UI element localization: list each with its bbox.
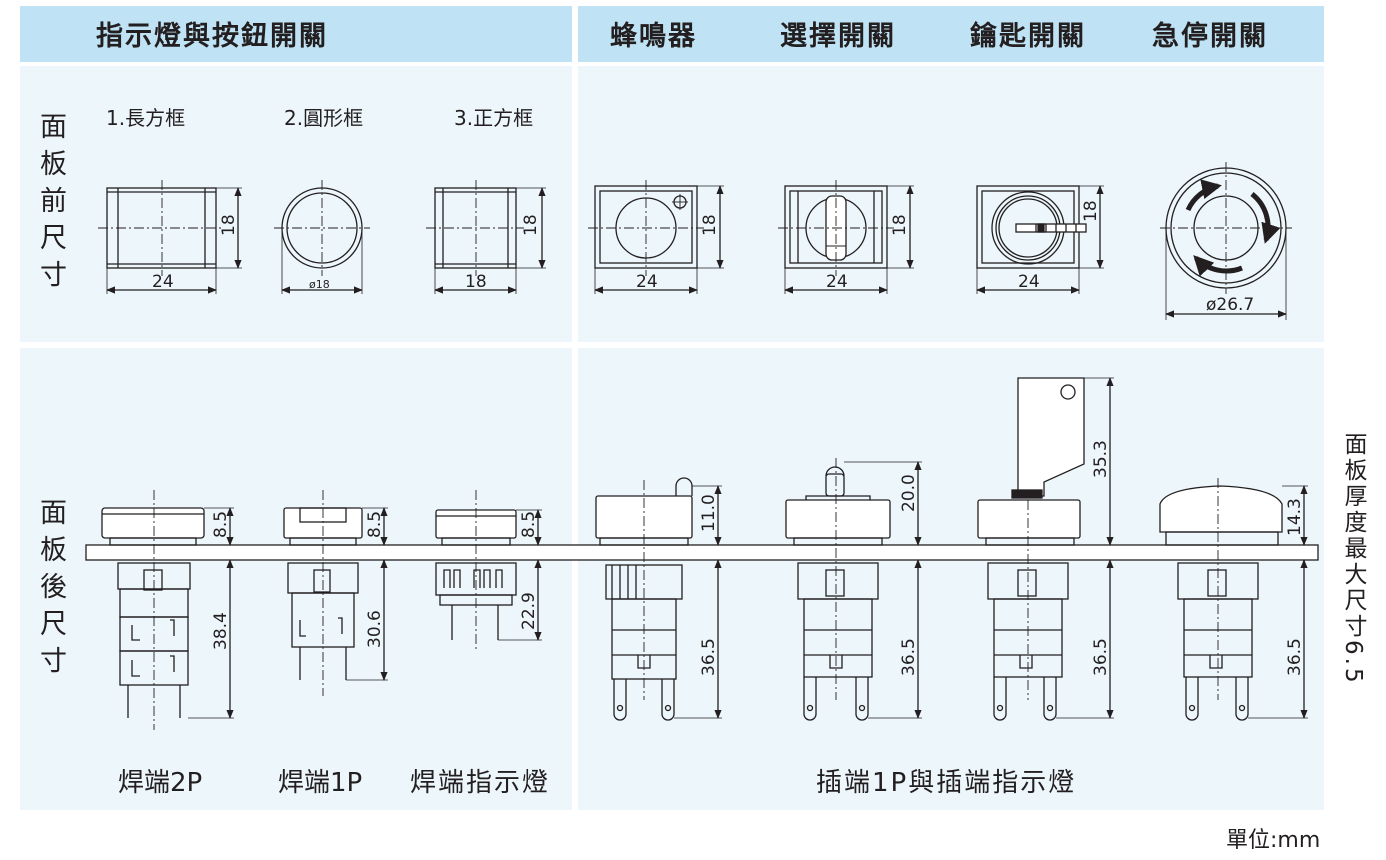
dim-rear-rect-bottom: 38.4 [211,612,231,650]
header-selector: 選擇開關 [780,21,896,52]
frame-label-square: 3.正方框 [454,106,534,130]
front-key [976,185,1104,294]
dim-rect-width: 24 [152,272,174,292]
rear-selector [785,458,922,721]
rear-estop [1159,478,1308,721]
front-selector [778,180,914,294]
bottom-label-solder2p: 焊端2P [118,768,203,798]
bottom-label-solder1p: 焊端1P [278,768,363,798]
dim-rect-height: 18 [219,214,239,236]
rear-solder-lamp [435,490,542,650]
dim-round-diameter: ø18 [309,278,330,291]
dim-rear-buzzer-top: 11.0 [699,494,719,532]
dim-rear-selector-top: 20.0 [899,474,919,512]
dim-rear-round-top: 8.5 [365,511,385,538]
header-indicator-button: 指示燈與按鈕開關 [96,21,328,52]
dim-rear-lamp-top: 8.5 [519,511,539,538]
rear-right-panel [578,348,1324,810]
front-estop [1160,162,1292,320]
dim-buzzer-width: 24 [636,272,658,292]
front-rect-frame [98,180,242,294]
unit-label: 單位:mm [1226,828,1321,853]
side-label-thickness: 面板厚度最大尺寸6.5 [1340,432,1366,686]
dim-selector-height: 18 [890,214,910,236]
bottom-label-solder-lamp: 焊端指示燈 [410,768,551,798]
rear-key [977,377,1114,721]
header-buzzer: 蜂鳴器 [610,21,697,52]
rear-solder-1p [283,490,388,696]
front-square-frame [426,180,546,294]
header-key: 鑰匙開關 [970,21,1086,52]
dim-rear-key-top: 35.3 [1091,440,1111,478]
dim-estop-diameter: ø26.7 [1206,295,1254,315]
dim-key-height: 18 [1081,200,1101,222]
dim-selector-width: 24 [826,272,848,292]
rear-solder-2p [101,490,234,730]
dim-rear-rect-top: 8.5 [211,511,231,538]
front-right-panel [578,66,1324,342]
dim-square-width: 18 [465,272,487,292]
side-label-rear: 面板後尺寸 [35,498,66,683]
header-left-band [20,6,572,62]
rear-buzzer [595,477,722,721]
dim-rear-selector-bottom: 36.5 [899,638,919,676]
dim-rear-round-bottom: 30.6 [365,610,385,648]
dim-buzzer-height: 18 [700,214,720,236]
front-buzzer [588,180,724,294]
mounting-panel-strip [85,544,1319,561]
dim-rear-buzzer-bottom: 36.5 [699,638,719,676]
frame-label-rect: 1.長方框 [106,106,186,130]
header-right-band [578,6,1324,62]
header-estop: 急停開關 [1152,21,1268,52]
dim-rear-lamp-bottom: 22.9 [519,592,539,630]
dim-rear-estop-top: 14.3 [1285,498,1305,536]
frame-label-round: 2.圓形框 [284,106,364,130]
front-round-frame [274,180,370,294]
bottom-label-plugin: 插端1P與插端指示燈 [816,768,1077,798]
dim-square-height: 18 [521,214,541,236]
dim-rear-estop-bottom: 36.5 [1285,638,1305,676]
dim-rear-key-bottom: 36.5 [1091,638,1111,676]
dim-key-width: 24 [1018,272,1040,292]
side-label-front: 面板前尺寸 [35,112,66,297]
